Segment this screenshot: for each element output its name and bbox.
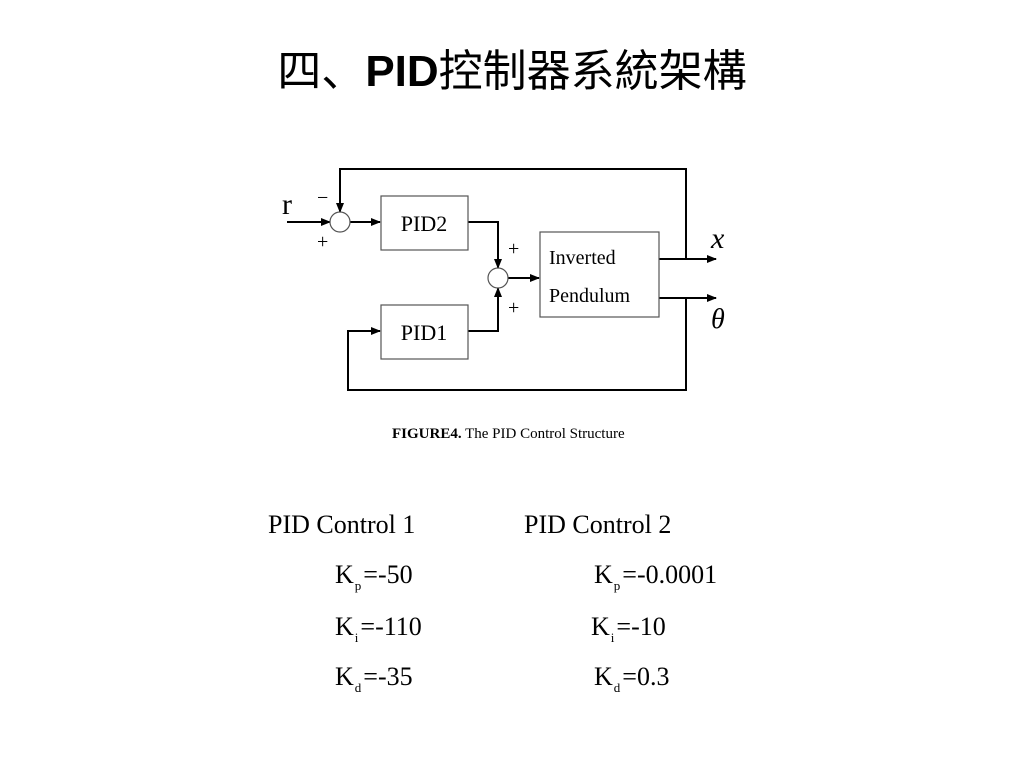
kp-symbol: K xyxy=(594,560,613,589)
caption-text: The PID Control Structure xyxy=(462,426,625,442)
pid1-heading: PID Control 1 xyxy=(268,510,416,539)
pid1-to-sum2-line xyxy=(468,287,502,332)
pid2-label: PID2 xyxy=(401,211,447,236)
pid2-ki-value: =-10 xyxy=(616,612,666,641)
feedback-x-line xyxy=(336,168,687,259)
pid2-block xyxy=(380,195,469,251)
sum2-plus-bottom-sign: + xyxy=(508,297,519,319)
pid2-kp-value: =-0.0001 xyxy=(622,560,718,589)
kd-symbol: K xyxy=(335,662,354,691)
summing-junction-2 xyxy=(487,267,509,289)
kd-subscript: d xyxy=(613,680,621,695)
sum1-plus-sign: + xyxy=(317,231,328,253)
feedback-theta-line xyxy=(347,298,687,391)
caption-figure-number: FIGURE4. xyxy=(392,426,462,442)
pid2-kp: Kp=-0.0001 xyxy=(594,560,717,594)
kd-subscript: d xyxy=(354,680,362,695)
title-pid: PID xyxy=(365,47,439,96)
ki-subscript: i xyxy=(354,630,359,645)
ki-subscript: i xyxy=(610,630,615,645)
kd-symbol: K xyxy=(594,662,613,691)
pid2-heading: PID Control 2 xyxy=(524,510,672,539)
kp-symbol: K xyxy=(335,560,354,589)
sum1-minus-sign: − xyxy=(317,187,328,209)
plant-label-line2: Pendulum xyxy=(549,285,631,307)
pid1-block xyxy=(380,304,469,360)
plant-label-line1: Inverted xyxy=(549,247,616,269)
slide-title: 四、PID控制器系統架構 xyxy=(0,42,1024,102)
pid1-label: PID1 xyxy=(401,320,447,345)
input-r-label: r xyxy=(282,188,292,221)
ki-symbol: K xyxy=(591,612,610,641)
pid1-kp: Kp=-50 xyxy=(335,560,413,594)
output-x-label: x xyxy=(710,222,725,255)
pid1-kp-value: =-50 xyxy=(363,560,413,589)
title-suffix: 控制器系統架構 xyxy=(438,47,747,96)
pid1-kd-value: =-35 xyxy=(363,662,413,691)
output-theta-label: θ xyxy=(711,304,725,335)
kp-subscript: p xyxy=(354,578,362,593)
pid1-ki-value: =-110 xyxy=(360,612,422,641)
pid2-to-sum2-line xyxy=(468,221,502,269)
ki-symbol: K xyxy=(335,612,354,641)
sum2-plus-top-sign: + xyxy=(508,238,519,260)
inverted-pendulum-block xyxy=(539,231,660,318)
pid2-ki: Ki=-10 xyxy=(591,612,666,646)
pid1-ki: Ki=-110 xyxy=(335,612,422,646)
title-prefix: 四、 xyxy=(277,47,366,96)
pid2-kd-value: =0.3 xyxy=(622,662,670,691)
pid2-kd: Kd=0.3 xyxy=(594,662,669,696)
summing-junction-1 xyxy=(329,211,351,233)
pid1-kd: Kd=-35 xyxy=(335,662,413,696)
kp-subscript: p xyxy=(613,578,621,593)
pid-block-diagram: PID2 PID1 Inverted Pendulum r x θ − + + … xyxy=(282,168,725,442)
figure-caption: FIGURE4. The PID Control Structure xyxy=(392,426,625,442)
